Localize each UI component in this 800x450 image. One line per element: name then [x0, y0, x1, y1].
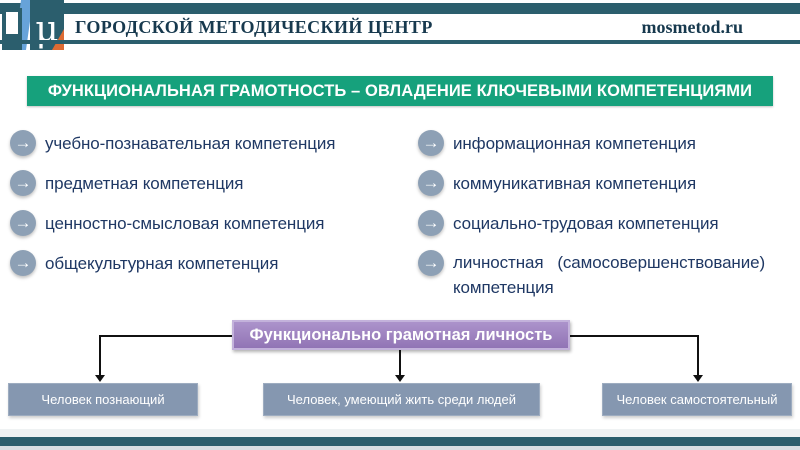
- connector-line-left-vertical: [99, 335, 101, 376]
- arrow-bullet-icon: →: [418, 170, 444, 196]
- slide-title-banner: ФУНКЦИОНАЛЬНАЯ ГРАМОТНОСТЬ – ОВЛАДЕНИЕ К…: [27, 76, 773, 106]
- arrow-bullet-icon: →: [10, 130, 36, 156]
- diagram-leaf-box: Человек, умеющий жить среди людей: [263, 383, 540, 416]
- connector-line-center-vertical: [399, 350, 401, 376]
- arrowhead-icon: [95, 375, 105, 382]
- connector-line-right-vertical: [697, 335, 699, 376]
- list-item: → ценностно-смысловая компетенция: [10, 203, 405, 243]
- arrow-bullet-icon: →: [10, 170, 36, 196]
- diagram-leaf-box: Человек познающий: [8, 383, 198, 416]
- connector-line-right-horizontal: [570, 335, 698, 337]
- arrow-bullet-icon: →: [418, 250, 444, 276]
- footer-teal-bar: [0, 437, 800, 446]
- arrowhead-icon: [693, 375, 703, 382]
- list-item-line1: личностная (самосовершенствование): [453, 253, 766, 272]
- diagram-root-box: Функционально грамотная личность: [232, 320, 570, 350]
- list-item: → личностная (самосовершенствование) ком…: [418, 243, 778, 300]
- competency-list-right: → информационная компетенция → коммуника…: [418, 123, 778, 300]
- list-item: → учебно-познавательная компетенция: [10, 123, 405, 163]
- footer-bottom-strip: [0, 446, 800, 450]
- header-top-bar: [0, 3, 800, 14]
- list-item: → коммуникативная компетенция: [418, 163, 778, 203]
- site-url[interactable]: mosmetod.ru: [641, 17, 744, 37]
- competency-list-left: → учебно-познавательная компетенция → пр…: [10, 123, 405, 283]
- footer-light-band: [0, 429, 800, 437]
- list-item-label: информационная компетенция: [453, 133, 696, 153]
- list-item-label: учебно-познавательная компетенция: [45, 133, 336, 153]
- list-item-label: личностная (самосовершенствование) компе…: [453, 250, 765, 300]
- arrow-bullet-icon: →: [10, 250, 36, 276]
- list-item-label: коммуникативная компетенция: [453, 173, 697, 193]
- list-item: → социально-трудовая компетенция: [418, 203, 778, 243]
- arrowhead-icon: [395, 375, 405, 382]
- list-item-label: предметная компетенция: [45, 173, 244, 193]
- diagram-leaf-box: Человек самостоятельный: [602, 383, 792, 416]
- org-title: ГОРОДСКОЙ МЕТОДИЧЕСКИЙ ЦЕНТР: [75, 17, 433, 37]
- list-item-label: общекультурная компетенция: [45, 253, 279, 273]
- connector-line-left-horizontal: [100, 335, 232, 337]
- list-item: → общекультурная компетенция: [10, 243, 405, 283]
- arrow-bullet-icon: →: [418, 130, 444, 156]
- list-item-label: ценностно-смысловая компетенция: [45, 213, 325, 233]
- list-item: → предметная компетенция: [10, 163, 405, 203]
- list-item-label: социально-трудовая компетенция: [453, 213, 719, 233]
- list-item-line2: компетенция: [453, 278, 554, 297]
- arrow-bullet-icon: →: [10, 210, 36, 236]
- header-divider: [0, 40, 800, 44]
- svg-text:μ: μ: [35, 9, 58, 50]
- list-item: → информационная компетенция: [418, 123, 778, 163]
- arrow-bullet-icon: →: [418, 210, 444, 236]
